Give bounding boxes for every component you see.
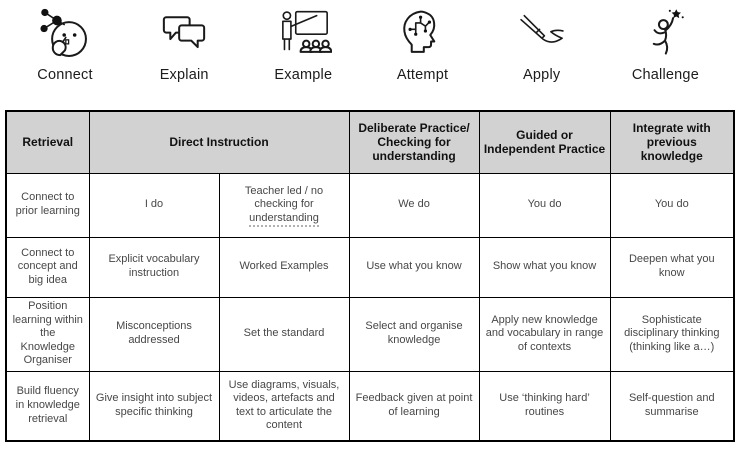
header-guided-practice: Guided or Independent Practice bbox=[478, 110, 611, 174]
header-integrate-knowledge: Integrate with previous knowledge bbox=[609, 110, 735, 174]
table-row: Connect to prior learning I do Teacher l… bbox=[5, 172, 735, 238]
table-cell: You do bbox=[609, 172, 735, 238]
table-cell: Explicit vocabulary instruction bbox=[88, 236, 220, 298]
table-cell: Sophisticate disciplinary thinking (thin… bbox=[609, 296, 735, 372]
legend-item-apply: Apply bbox=[513, 6, 571, 83]
legend-item-connect: Connect bbox=[36, 6, 94, 83]
teacher-whiteboard-icon bbox=[282, 10, 333, 53]
table-cell: Set the standard bbox=[218, 296, 350, 372]
table-row: Connect to concept and big idea Explicit… bbox=[5, 236, 735, 298]
table-cell: You do bbox=[478, 172, 611, 238]
legend-item-example: Example bbox=[274, 6, 333, 83]
legend-label-challenge: Challenge bbox=[631, 67, 699, 83]
pedagogy-table: Retrieval Direct Instruction Deliberate … bbox=[5, 110, 736, 442]
header-retrieval: Retrieval bbox=[5, 110, 90, 174]
table-cell: Apply new knowledge and vocabulary in ra… bbox=[478, 296, 611, 372]
legend-label-example: Example bbox=[274, 67, 333, 83]
table-cell: Teacher led / no checking for understand… bbox=[218, 172, 350, 238]
speech-bubbles-icon bbox=[163, 16, 206, 49]
row-label: Build fluency in knowledge retrieval bbox=[5, 370, 90, 442]
head-circuit-brain-icon bbox=[402, 10, 435, 53]
header-row: Retrieval Direct Instruction Deliberate … bbox=[5, 110, 735, 174]
legend-label-connect: Connect bbox=[37, 67, 93, 83]
header-direct-instruction: Direct Instruction bbox=[88, 110, 350, 174]
row-label: Position learning within the Knowledge O… bbox=[5, 296, 90, 372]
table-cell: Use what you know bbox=[348, 236, 480, 298]
table-cell: Give insight into subject specific think… bbox=[88, 370, 220, 442]
table-cell: Use ‘thinking hard’ routines bbox=[478, 370, 611, 442]
row-label: Connect to prior learning bbox=[5, 172, 90, 238]
pedagogy-table-wrapper: Retrieval Direct Instruction Deliberate … bbox=[0, 102, 739, 442]
table-cell: Use diagrams, visuals, videos, artefacts… bbox=[218, 370, 350, 442]
legend-label-attempt: Attempt bbox=[396, 67, 449, 83]
table-row: Position learning within the Knowledge O… bbox=[5, 296, 735, 372]
pen-writing-icon bbox=[519, 14, 564, 43]
legend-item-challenge: Challenge bbox=[632, 6, 699, 83]
legend-item-explain: Explain bbox=[155, 6, 213, 83]
table-cell: Deepen what you know bbox=[609, 236, 735, 298]
table-cell: I do bbox=[88, 172, 220, 238]
table-cell-underlined-word: understanding bbox=[249, 211, 319, 227]
legend-item-attempt: Attempt bbox=[394, 6, 452, 83]
table-cell: Select and organise knowledge bbox=[348, 296, 480, 372]
table-cell-text: Teacher led / no checking for bbox=[244, 184, 324, 211]
table-cell: We do bbox=[348, 172, 480, 238]
header-deliberate-practice: Deliberate Practice/ Checking for unders… bbox=[348, 110, 480, 174]
row-label: Connect to concept and big idea bbox=[5, 236, 90, 298]
table-cell: Worked Examples bbox=[218, 236, 350, 298]
person-reaching-star-icon bbox=[653, 9, 685, 55]
legend-label-apply: Apply bbox=[523, 67, 561, 83]
icon-legend: Connect Explain Example bbox=[0, 0, 739, 102]
table-cell: Self-question and summarise bbox=[609, 370, 735, 442]
table-cell: Show what you know bbox=[478, 236, 611, 298]
table-row: Build fluency in knowledge retrieval Giv… bbox=[5, 370, 735, 442]
table-cell: Feedback given at point of learning bbox=[348, 370, 480, 442]
table-cell: Misconceptions addressed bbox=[88, 296, 220, 372]
thinking-face-network-icon bbox=[40, 8, 87, 57]
legend-label-explain: Explain bbox=[159, 67, 209, 83]
